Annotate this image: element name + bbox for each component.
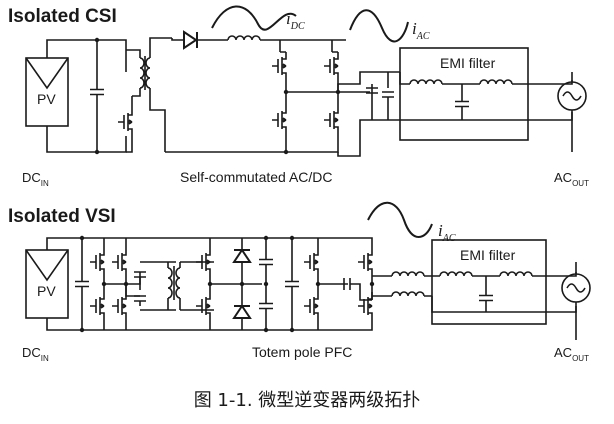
csi-stage-label: Self-commutated AC/DC — [180, 169, 333, 185]
vsi-pv-panel: PV — [25, 249, 69, 319]
csi-idc-label: iDC — [286, 9, 305, 32]
csi-diode — [171, 30, 228, 50]
vsi-secondary-bridge — [195, 235, 274, 333]
csi-pv-panel: PV — [25, 57, 69, 127]
vsi-emi-label: EMI filter — [460, 247, 516, 263]
vsi-ac-source — [546, 262, 591, 340]
csi-title: Isolated CSI — [8, 6, 117, 27]
csi-iac-label: iAC — [412, 19, 430, 42]
csi-dc-in-label: DCIN — [22, 170, 49, 188]
csi-ac-source — [528, 72, 587, 152]
vsi-totem-pole-stage — [284, 235, 392, 333]
vsi-emi-filter: EMI filter — [431, 239, 547, 325]
csi-iac-wave — [349, 9, 409, 43]
csi-ac-out-label: ACOUT — [554, 170, 589, 188]
vsi-primary-bridge — [74, 235, 129, 333]
vsi-section: Isolated VSI PV — [8, 201, 591, 363]
vsi-pv-label: PV — [37, 283, 56, 299]
csi-pv-label: PV — [37, 91, 56, 107]
csi-emi-label: EMI filter — [440, 55, 496, 71]
csi-emi-filter: EMI filter — [399, 47, 529, 141]
csi-idc-wave — [211, 5, 297, 31]
csi-section: Isolated CSI PV — [8, 5, 589, 188]
csi-h-bridge — [165, 40, 341, 155]
vsi-title: Isolated VSI — [8, 206, 116, 227]
vsi-dc-in-label: DCIN — [22, 345, 49, 363]
vsi-stage-label: Totem pole PFC — [252, 344, 352, 360]
vsi-iac-wave — [367, 201, 433, 238]
vsi-iac-label: iAC — [438, 221, 456, 244]
vsi-ac-out-label: ACOUT — [554, 345, 589, 363]
csi-transformer — [126, 37, 172, 152]
vsi-transformer — [140, 261, 214, 311]
figure-caption: 图 1-1. 微型逆变器两级拓扑 — [194, 390, 421, 411]
